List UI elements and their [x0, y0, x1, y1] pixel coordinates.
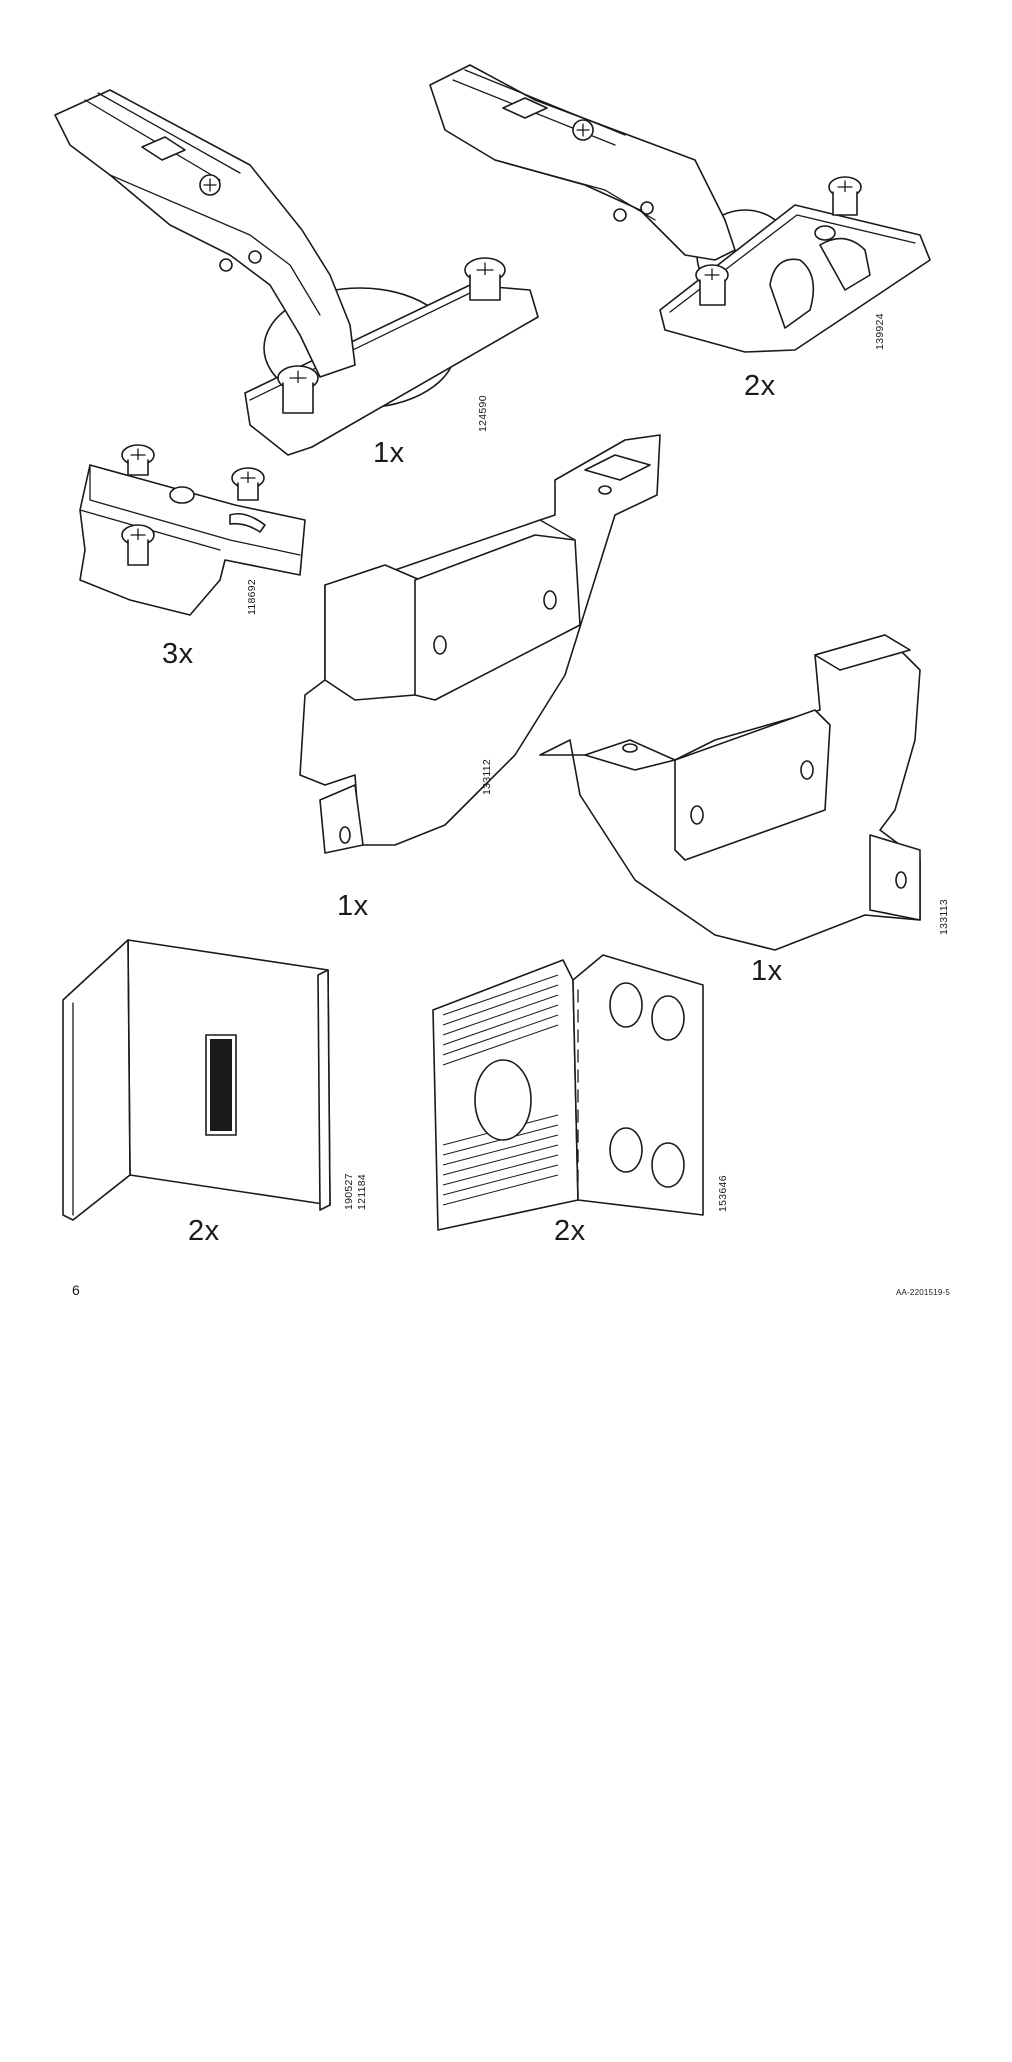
bracket-illustration [295, 425, 675, 925]
part-number: 118692 [246, 578, 258, 615]
page-number: 6 [72, 1282, 80, 1298]
document-reference: AA-2201519-5 [896, 1288, 950, 1297]
part-number-1: 190527 [343, 1173, 355, 1210]
ikea-logo-text: IKEA [212, 1992, 229, 2040]
bracket-133113: 1x 133113 [535, 630, 955, 990]
part-number: 139924 [874, 313, 886, 350]
quantity-label: 3x [162, 638, 194, 670]
angle-plate-illustration [58, 935, 388, 1255]
part-number-2: 121184 [356, 1173, 368, 1210]
angle-plate-190527: IKEA 2x 190527 121184 [58, 935, 388, 2040]
quantity-label: 1x [751, 955, 783, 987]
quantity-label: 1x [373, 437, 405, 469]
part-number: 133112 [481, 758, 493, 795]
hinge-124590: 1x 124590 [50, 85, 550, 469]
hinge-139924: 2x 139924 [425, 60, 945, 410]
angle-bracket-153646: 2x 153646 [428, 950, 748, 1250]
quantity-label: 2x [188, 1215, 220, 1247]
quantity-label: 2x [554, 1215, 586, 1247]
hinge-illustration [50, 85, 550, 465]
mounting-plate-118692: 3x 118692 [70, 440, 320, 680]
angle-bracket-illustration [428, 950, 748, 1250]
assembly-instruction-page: { "page": { "number": "6", "document_ref… [50, 60, 955, 2040]
bracket-133112: 1x 133112 [295, 425, 675, 925]
quantity-label: 2x [744, 370, 776, 402]
mounting-plate-illustration [70, 440, 320, 680]
bracket-illustration [535, 630, 955, 990]
part-number: 153646 [717, 1175, 729, 1212]
quantity-label: 1x [337, 890, 369, 922]
part-number: 133113 [938, 898, 950, 935]
hinge-illustration [425, 60, 945, 410]
